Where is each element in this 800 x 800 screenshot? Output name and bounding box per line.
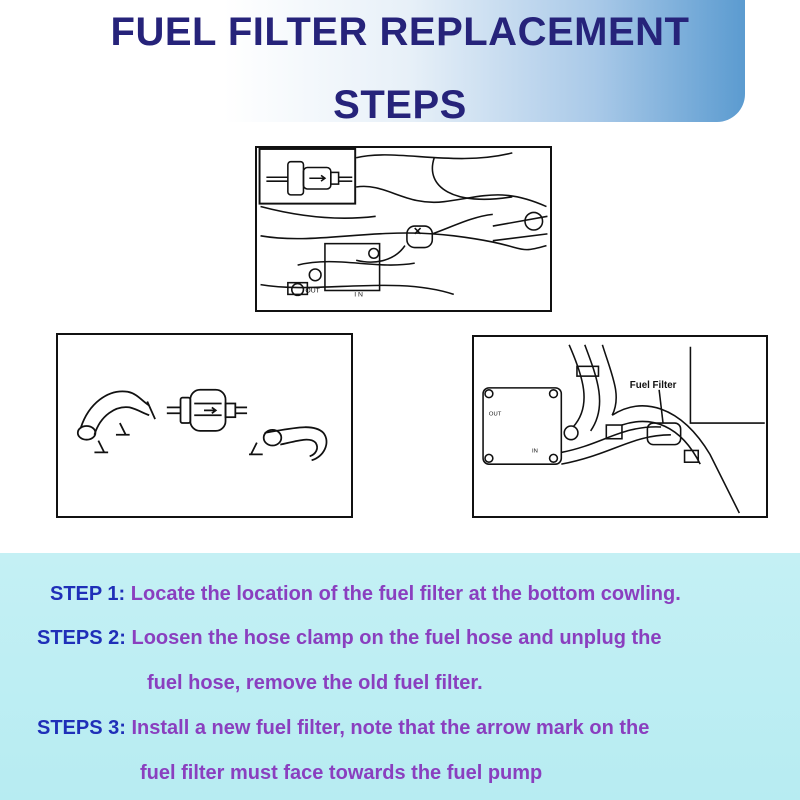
fuel-filter-callout-label: Fuel Filter bbox=[630, 380, 677, 391]
step-3-label: STEPS 3: bbox=[37, 717, 126, 739]
engine-diagram: OUT I N bbox=[258, 148, 548, 298]
step-2-label: STEPS 2: bbox=[37, 627, 126, 649]
step-2-continuation-text: fuel hose, remove the old fuel filter. bbox=[147, 672, 483, 694]
step-2-continuation: fuel hose, remove the old fuel filter. bbox=[147, 672, 483, 695]
step-1: STEP 1: Locate the location of the fuel … bbox=[50, 583, 681, 606]
pump-fuel-filter-callout-illustration: Fuel Filter OUT IN bbox=[472, 335, 768, 518]
steps-panel bbox=[0, 553, 800, 800]
out-port-label: OUT bbox=[305, 287, 320, 294]
title-banner bbox=[0, 0, 745, 122]
step-3-continuation: fuel filter must face towards the fuel p… bbox=[140, 762, 542, 785]
page-title-line-1: FUEL FILTER REPLACEMENT bbox=[110, 10, 690, 54]
page-title-line-2: STEPS bbox=[333, 83, 467, 127]
pump-out-label: OUT bbox=[489, 411, 502, 417]
step-3: STEPS 3: Install a new fuel filter, note… bbox=[37, 717, 649, 740]
hose-and-filter-exploded-illustration bbox=[56, 333, 353, 518]
pump-in-label: IN bbox=[532, 448, 538, 454]
step-3-text: Install a new fuel filter, note that the… bbox=[131, 717, 650, 739]
step-1-label: STEP 1: bbox=[50, 583, 126, 605]
step-1-text: Locate the location of the fuel filter a… bbox=[130, 583, 681, 605]
step-2: STEPS 2: Loosen the hose clamp on the fu… bbox=[37, 627, 662, 650]
engine-fuel-filter-location-illustration: OUT I N bbox=[255, 146, 552, 312]
fuel-pump-diagram: Fuel Filter OUT IN bbox=[482, 344, 765, 514]
step-2-text: Loosen the hose clamp on the fuel hose a… bbox=[131, 627, 662, 649]
step-3-continuation-text: fuel filter must face towards the fuel p… bbox=[140, 762, 543, 784]
in-port-label: I N bbox=[354, 291, 363, 298]
exploded-hose-diagram bbox=[76, 388, 328, 462]
